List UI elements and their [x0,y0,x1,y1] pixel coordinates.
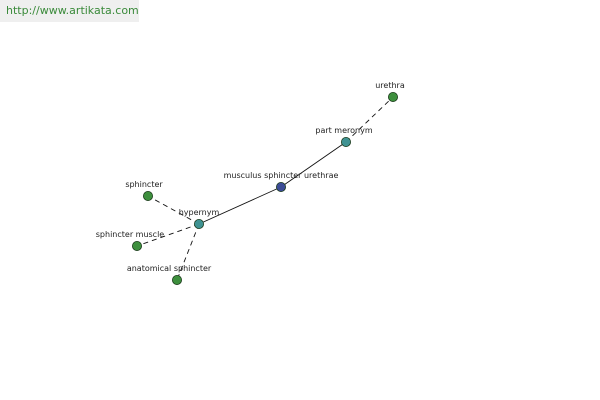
nodes-layer [131,92,398,285]
node-label-center[interactable]: musculus sphincter urethrae [224,171,339,180]
node-rel-part[interactable] [340,136,351,147]
node-label-leaf-sphincter-muscle[interactable]: sphincter muscle [96,230,165,239]
edges-layer [136,96,394,281]
node-label-leaf-anatomical[interactable]: anatomical sphincter [127,264,212,273]
node-leaf-sphincter-muscle[interactable] [131,240,142,251]
node-leaf-sphincter[interactable] [142,190,153,201]
watermark-link[interactable]: http://www.artikata.com [0,0,139,22]
edge-rel_part-leaf_urethra [345,96,394,143]
node-center[interactable] [275,181,286,192]
node-leaf-anatomical[interactable] [171,274,182,285]
node-leaf-urethra[interactable] [387,92,398,103]
node-label-rel-hyper[interactable]: hypernym [179,208,220,217]
edge-center-rel_part [280,141,347,188]
edge-center-rel_hyper [198,186,282,225]
node-label-rel-part[interactable]: part meronym [315,126,372,135]
edge-rel_hyper-leaf_sphincter_muscle [136,223,200,247]
node-label-leaf-sphincter[interactable]: sphincter [125,180,163,189]
node-rel-hyper[interactable] [193,218,204,229]
labels-layer: musculus sphincter urethrae part meronym u… [96,81,405,273]
edge-rel_hyper-leaf_anatomical [176,223,200,281]
edge-rel_hyper-leaf_sphincter [147,195,200,225]
node-label-leaf-urethra[interactable]: urethra [375,81,405,90]
